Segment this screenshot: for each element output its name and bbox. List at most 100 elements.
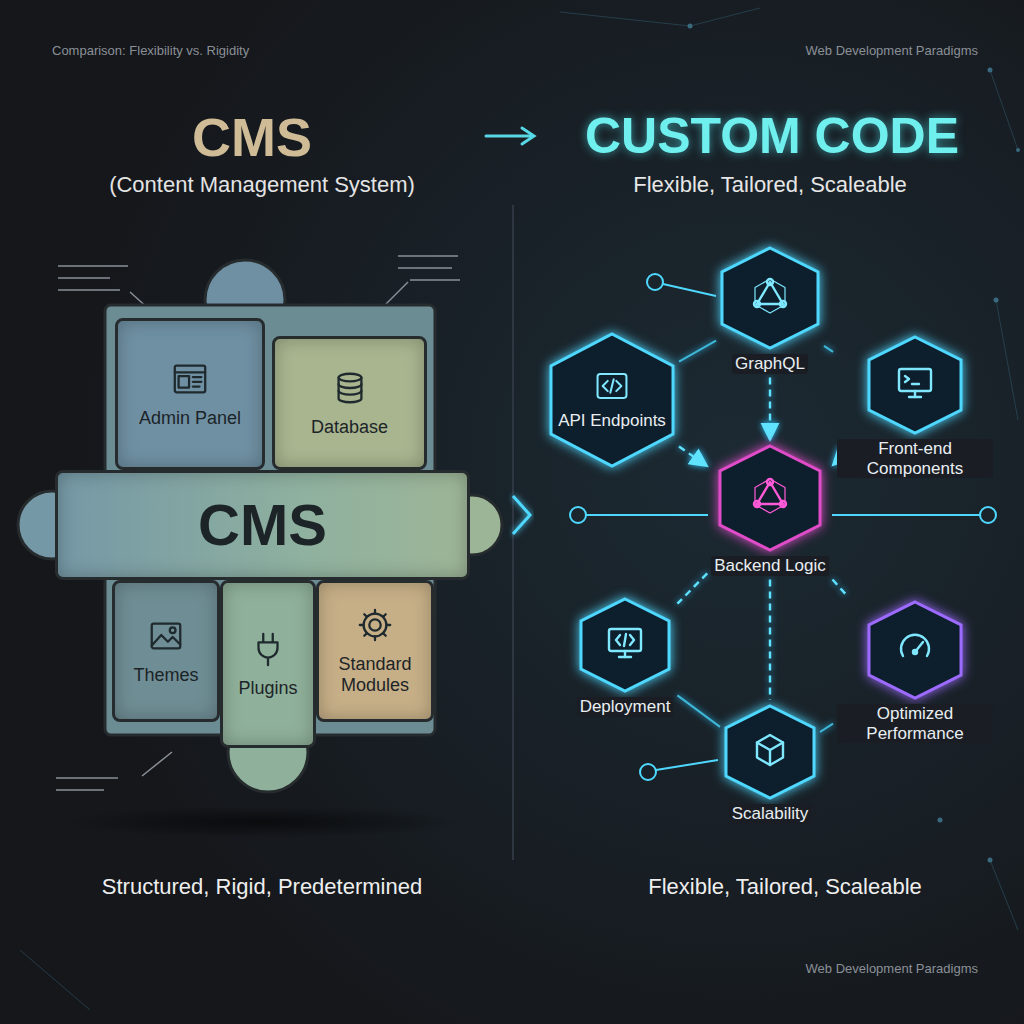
decor-svg <box>331 369 369 407</box>
decor-line <box>832 514 980 516</box>
puzzle-piece: Themes <box>112 580 220 722</box>
puzzle-piece: Database <box>272 336 427 470</box>
section-subtitle: Flexible, Tailored, Scaleable <box>633 172 907 197</box>
decor-polyline <box>630 635 634 645</box>
decor-line <box>398 267 452 269</box>
hexagon-outline <box>549 332 675 468</box>
decor-path <box>901 635 929 656</box>
decor-svg <box>895 628 935 668</box>
piece-label: Admin Panel <box>139 408 241 429</box>
piece-icon <box>249 630 287 672</box>
decor-circle <box>980 507 996 523</box>
transition-arrow <box>486 128 534 144</box>
puzzle-backdrop <box>18 260 502 792</box>
connector <box>833 580 848 597</box>
node-icon <box>595 369 629 407</box>
decor-polygon <box>551 334 673 466</box>
decor-polyline <box>616 381 621 391</box>
decor-rect <box>179 376 189 387</box>
node-label: Front-end Components <box>837 439 993 478</box>
decor-svg <box>595 369 629 403</box>
decor-rect <box>609 629 641 651</box>
corner-note: Web Development Paradigms <box>806 44 978 59</box>
decor-polygon <box>757 735 783 765</box>
piece-label: Standard Modules <box>325 654 425 695</box>
chevron <box>513 496 530 534</box>
node-icon <box>895 628 935 672</box>
decor-polygon <box>720 446 820 550</box>
piece-label: Themes <box>133 665 198 686</box>
decor-path <box>338 377 361 402</box>
node-label: Backend Logic <box>711 556 829 576</box>
node-label: Deployment <box>577 697 674 717</box>
decor-circle <box>570 507 586 523</box>
decor-line <box>175 371 205 373</box>
connector <box>824 346 833 352</box>
piece-icon <box>356 606 394 648</box>
hex-node: Backend Logic <box>711 444 829 576</box>
decor-line <box>56 777 118 779</box>
decor-rect <box>598 374 627 398</box>
decor-polygon <box>869 602 961 698</box>
decor-circle <box>170 627 176 633</box>
node-icon <box>750 276 790 320</box>
piece-icon <box>331 369 369 411</box>
connector <box>677 573 707 603</box>
decor-line <box>142 752 172 776</box>
hex-frame <box>579 597 671 693</box>
decor-rect <box>899 369 931 391</box>
hex-frame <box>724 704 816 800</box>
decor-path <box>259 633 278 664</box>
summary-caption: Structured, Rigid, Predetermined <box>102 874 422 899</box>
decor-circle <box>640 764 656 780</box>
piece-icon <box>147 617 185 659</box>
decor-line <box>690 8 760 26</box>
decor-line <box>914 391 916 397</box>
decor-circle <box>988 858 993 863</box>
decor-line <box>58 277 110 279</box>
decor-polyline <box>152 635 181 645</box>
hexagon-outline <box>720 246 820 350</box>
decor-line <box>624 634 626 646</box>
piece-label: Plugins <box>238 678 297 699</box>
decor-polygon <box>755 279 785 313</box>
network-texture <box>20 8 1018 1010</box>
piece-label: Database <box>311 417 388 438</box>
decor-line <box>996 300 1018 420</box>
connector <box>832 464 835 467</box>
section-subtitle: (Content Management System) <box>109 172 415 197</box>
decor-line <box>610 379 613 393</box>
decor-polyline <box>905 376 909 382</box>
decor-polygon <box>581 599 669 691</box>
piece-icon <box>171 360 209 402</box>
connector <box>769 378 771 441</box>
decor-path <box>338 391 361 395</box>
decor-circle <box>369 620 380 631</box>
decor-line <box>990 860 1018 930</box>
connector <box>820 724 833 732</box>
section-heading: CMS <box>192 106 312 168</box>
decor-line <box>58 289 120 291</box>
hexagon-outline <box>718 444 822 552</box>
corner-note: Comparison: Flexibility vs. Rigidity <box>52 44 249 59</box>
decor-line <box>384 282 408 306</box>
decor-svg <box>249 630 287 668</box>
decor-svg <box>750 476 790 516</box>
decor-polygon <box>869 337 961 433</box>
hex-frame <box>867 335 963 435</box>
decor-svg <box>750 276 790 316</box>
decor-circle <box>988 68 993 73</box>
decor-circle <box>913 650 917 654</box>
corner-note: Web Development Paradigms <box>806 962 978 977</box>
decor-line <box>656 760 718 770</box>
decor-line <box>193 376 202 378</box>
hex-node: API Endpoints <box>549 332 675 468</box>
decor-svg <box>605 623 645 663</box>
hex-frame <box>720 246 820 350</box>
decor-line <box>410 279 460 281</box>
decor-polyline <box>616 635 620 645</box>
decor-path <box>338 384 361 388</box>
node-label: GraphQL <box>732 354 808 374</box>
puzzle-piece: Admin Panel <box>115 318 265 470</box>
